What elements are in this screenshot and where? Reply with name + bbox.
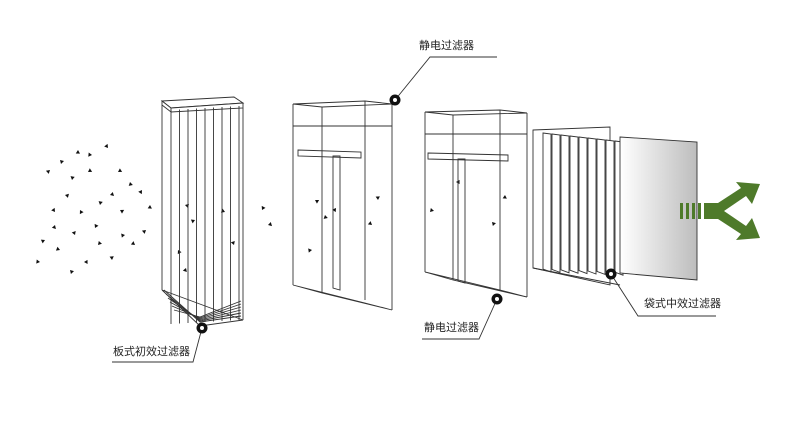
dust-particle (130, 241, 135, 246)
dust-particle (138, 190, 142, 195)
dust-particle (110, 191, 115, 196)
dust-particle (51, 207, 55, 212)
dust-particle (190, 219, 195, 224)
dust-particle (118, 168, 123, 172)
callout-dot-icon (196, 94, 617, 334)
dust-particle (71, 230, 76, 235)
dust-particle (51, 225, 56, 230)
dust-particle (367, 221, 373, 225)
dust-particle (120, 209, 125, 214)
dust-particle (84, 259, 88, 265)
dust-particle (104, 143, 108, 148)
dust-particle (230, 240, 235, 245)
dust-particle (70, 176, 75, 180)
dust-particle (261, 205, 266, 211)
electrostatic-filter-1 (292, 100, 393, 311)
dust-particle (332, 208, 336, 213)
dust-particle (492, 222, 496, 227)
dust-particle (98, 201, 103, 205)
dust-particle (375, 196, 380, 200)
dust-particle (75, 150, 80, 154)
dust-particle (45, 170, 50, 174)
dust-particle (88, 168, 93, 172)
dust-particle (65, 193, 69, 198)
dust-particle (141, 230, 146, 234)
dust-particles (36, 143, 572, 275)
dust-particle (323, 215, 328, 219)
dust-particle (128, 182, 133, 186)
label-electrostatic-filter-bottom: 静电过滤器 (424, 321, 479, 334)
dust-particle (60, 160, 64, 164)
dust-particle (88, 152, 93, 157)
dust-particle (98, 240, 102, 245)
dust-particle (430, 207, 434, 212)
dust-particle (182, 268, 187, 273)
electrostatic-filter-2 (424, 109, 528, 298)
bag-medium-filter (532, 126, 698, 286)
dust-particle (79, 210, 84, 215)
label-plate-primary-filter: 板式初效过滤器 (113, 345, 190, 358)
dust-particle (121, 233, 125, 238)
callout-lines (112, 56, 716, 363)
dust-particle (40, 239, 46, 244)
plate-primary-filter (160, 96, 245, 327)
dust-particle (109, 256, 114, 261)
dust-particle (308, 248, 313, 253)
split-arrow-icon (680, 182, 760, 240)
dust-particle (502, 195, 507, 199)
dust-particle (268, 221, 272, 227)
dust-particle (147, 205, 152, 209)
dust-particle (315, 200, 320, 204)
label-bag-medium-filter: 袋式中效过滤器 (644, 297, 721, 310)
dust-particle (70, 270, 74, 275)
dust-particle (94, 223, 99, 229)
dust-particle (55, 246, 60, 251)
dust-particle (36, 259, 40, 264)
dust-particle (456, 179, 460, 185)
label-electrostatic-filter-top: 静电过滤器 (419, 39, 474, 52)
